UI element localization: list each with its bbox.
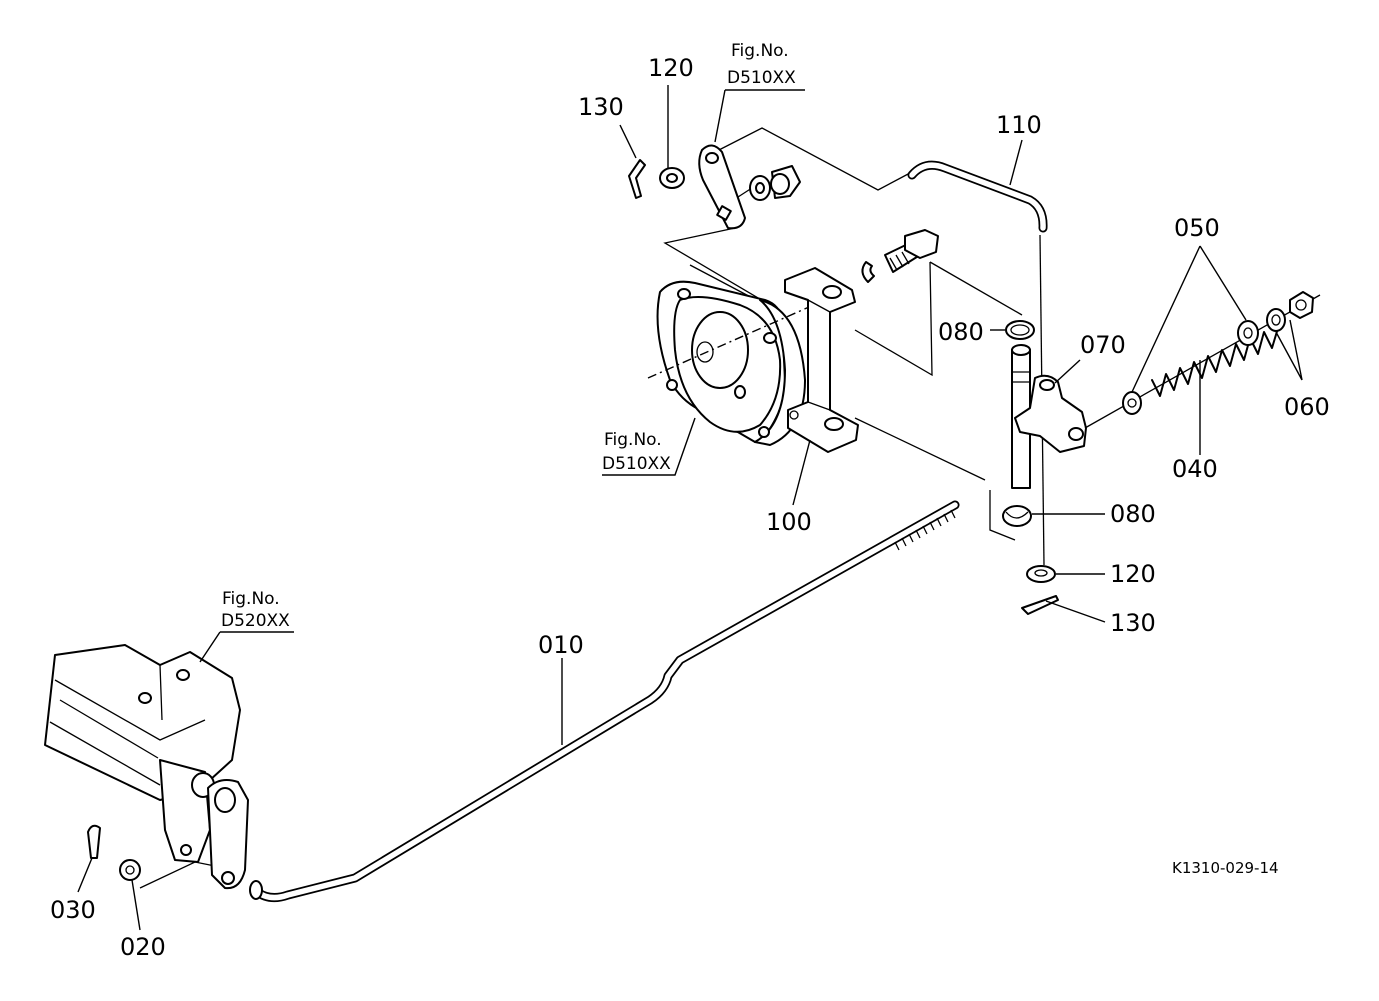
label-080-bottom: 080 (1110, 500, 1156, 528)
leader-lines (77, 85, 1303, 931)
label-120-bottom: 120 (1110, 560, 1156, 588)
bracket-100 (784, 267, 859, 453)
rod-010 (249, 500, 960, 903)
fig-ref-bottom-code: D520XX (221, 611, 290, 631)
shaft-assembly (1002, 320, 1087, 615)
part-labels: 120 130 110 050 080 070 060 040 080 100 … (50, 54, 1330, 961)
figure-references: Fig.No. D510XX Fig.No. D510XX Fig.No. D5… (221, 41, 796, 631)
fig-ref-bottom-title: Fig.No. (222, 589, 280, 609)
label-080-top: 080 (938, 318, 984, 346)
spring-group (1084, 291, 1321, 429)
rod-110 (907, 160, 1048, 233)
bolt-group (861, 229, 939, 283)
label-110: 110 (996, 111, 1042, 139)
upper-lever-group (628, 144, 801, 230)
fig-ref-left-title: Fig.No. (604, 430, 662, 450)
label-060: 060 (1284, 393, 1330, 421)
label-030: 030 (50, 896, 96, 924)
fig-ref-top-title: Fig.No. (731, 41, 789, 61)
fig-ref-left-code: D510XX (602, 454, 671, 474)
label-070: 070 (1080, 331, 1126, 359)
fig-ref-top-code: D510XX (727, 68, 796, 88)
label-130-top: 130 (578, 93, 624, 121)
label-010: 010 (538, 631, 584, 659)
label-040: 040 (1172, 455, 1218, 483)
frame-lower-left (44, 644, 249, 890)
label-100: 100 (766, 508, 812, 536)
label-020: 020 (120, 933, 166, 961)
housing (647, 280, 826, 446)
label-120-top: 120 (648, 54, 694, 82)
label-050: 050 (1174, 214, 1220, 242)
drawing-code: K1310-029-14 (1172, 859, 1279, 877)
label-130-bottom: 130 (1110, 609, 1156, 637)
